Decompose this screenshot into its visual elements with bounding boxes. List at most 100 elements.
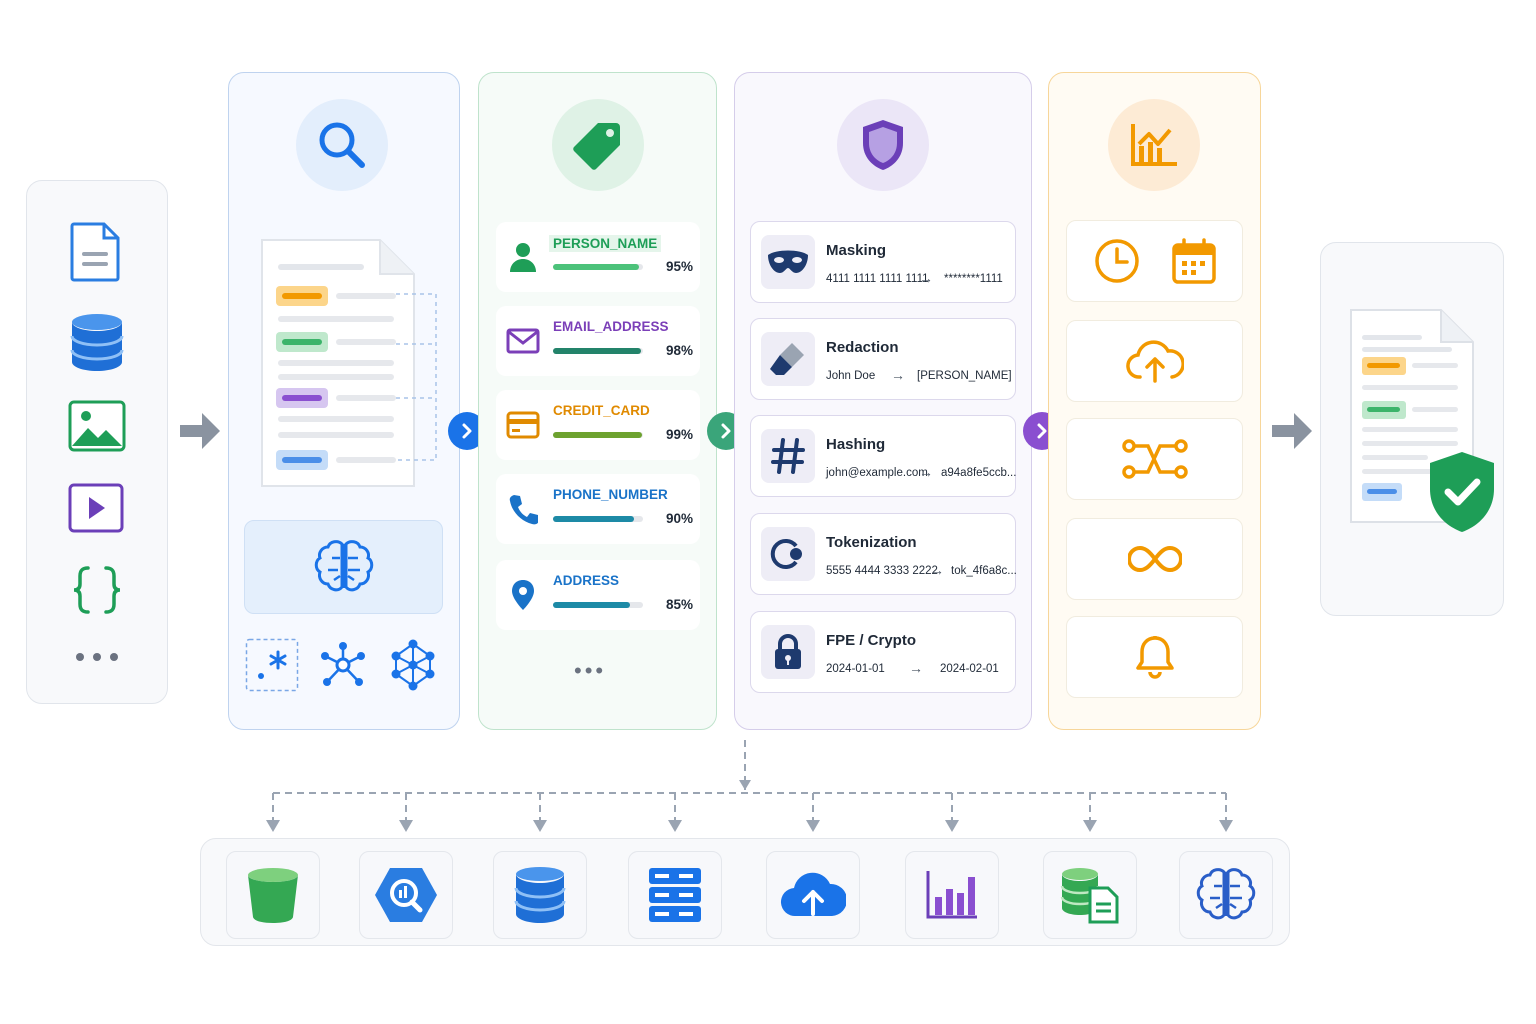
flow-arrow: [1270, 410, 1314, 457]
more-icon: [74, 650, 120, 669]
schedule-card: [1066, 220, 1243, 302]
confidence-bar: [553, 348, 643, 354]
server-icon: [649, 868, 701, 922]
calendar-icon: [1171, 238, 1216, 284]
transform-card: FPE / Crypto 2024-01-01 → 2024-02-01: [750, 611, 1016, 693]
transform-title: Tokenization: [826, 534, 917, 551]
example-input: 2024-01-01: [826, 663, 885, 675]
phone-icon: [504, 490, 542, 528]
flow-arrow: [178, 410, 222, 457]
workflow-icon: [1121, 439, 1188, 479]
transform-arrow: →: [909, 660, 923, 676]
entity-card: ADDRESS 85%: [496, 560, 700, 630]
hash-icon: [761, 429, 815, 483]
entity-label: CREDIT_CARD: [553, 403, 650, 418]
confidence-percent: 95%: [666, 259, 694, 274]
example-output: 2024-02-01: [940, 663, 999, 675]
destination-bigquery[interactable]: [359, 851, 453, 939]
entity-card: CREDIT_CARD 99%: [496, 390, 700, 460]
transform-arrow: →: [919, 464, 933, 480]
example-output: ********1111: [944, 273, 1003, 285]
network-graph-icon: [317, 640, 369, 695]
example-input: 5555 4444 3333 2222: [826, 565, 938, 577]
confidence-fill: [553, 264, 639, 270]
database-icon: [514, 867, 566, 923]
confidence-fill: [553, 432, 643, 438]
workflow-card: [1066, 418, 1243, 500]
transform-title: Hashing: [826, 436, 886, 453]
monitoring-header: [1108, 99, 1200, 191]
bigquery-icon: [375, 868, 437, 922]
entity-label: PERSON_NAME: [549, 235, 662, 252]
infinity-icon: [1127, 545, 1182, 573]
confidence-fill: [553, 602, 630, 608]
transformation-header: [837, 99, 929, 191]
document-icon: [68, 220, 124, 289]
example-output: tok_4f6a8c...: [951, 565, 1017, 577]
confidence-bar: [553, 432, 643, 438]
transform-arrow: →: [930, 562, 944, 578]
destination-storage[interactable]: [226, 851, 320, 939]
shield-icon: [863, 120, 903, 170]
entity-label: ADDRESS: [553, 573, 620, 588]
ai-brain-icon: [1196, 868, 1256, 920]
envelope-icon: [504, 322, 542, 360]
confidence-bar: [553, 264, 643, 270]
cloud-upload-icon: [1125, 340, 1184, 383]
entity-card: PERSON_NAME 95%: [496, 222, 700, 292]
token-key-icon: [761, 527, 815, 581]
confidence-fill: [553, 348, 642, 354]
classification-header: [552, 99, 644, 191]
mask-icon: [761, 235, 815, 289]
brain-icon: [314, 540, 373, 592]
transform-arrow: →: [919, 270, 933, 286]
transform-card: Hashing john@example.com → a94a8fe5ccb..…: [750, 415, 1016, 497]
tag-icon: [573, 123, 620, 170]
analytics-chart-icon: [926, 871, 977, 919]
entity-label: EMAIL_ADDRESS: [553, 319, 669, 334]
destination-analytics[interactable]: [905, 851, 999, 939]
destination-database[interactable]: [493, 851, 587, 939]
neural-network-icon: [388, 638, 438, 697]
confidence-bar: [553, 516, 643, 522]
location-pin-icon: [504, 576, 542, 614]
person-icon: [504, 238, 542, 276]
confidence-percent: 99%: [666, 427, 694, 442]
cloud-upload-icon: [780, 872, 846, 917]
shield-check-icon: [1426, 450, 1498, 539]
entity-card: PHONE_NUMBER 90%: [496, 474, 700, 544]
example-output: [PERSON_NAME]: [917, 370, 1012, 382]
destination-ai[interactable]: [1179, 851, 1273, 939]
transform-arrow: →: [891, 367, 905, 383]
transform-card: Masking 4111 1111 1111 1111 → ********11…: [750, 221, 1016, 303]
ml-model-card: [244, 520, 443, 614]
confidence-percent: 90%: [666, 511, 694, 526]
entity-card: EMAIL_ADDRESS 98%: [496, 306, 700, 376]
transform-card: Tokenization 5555 4444 3333 2222 → tok_4…: [750, 513, 1017, 595]
confidence-percent: 85%: [666, 597, 694, 612]
confidence-fill: [553, 516, 634, 522]
destination-data-files[interactable]: [1043, 851, 1137, 939]
cloud-upload-card: [1066, 320, 1243, 402]
destination-cloud[interactable]: [766, 851, 860, 939]
more-entities: •••: [574, 658, 607, 683]
credit-card-icon: [504, 406, 542, 444]
destination-server[interactable]: [628, 851, 722, 939]
lock-icon: [761, 625, 815, 679]
database-icon: [70, 312, 124, 379]
transform-title: Masking: [826, 242, 887, 259]
example-input: 4111 1111 1111 1111: [826, 273, 929, 285]
data-files-icon: [1060, 868, 1119, 924]
example-input: john@example.com: [826, 467, 928, 479]
scanned-document: [258, 236, 444, 501]
transform-title: FPE / Crypto: [826, 632, 917, 649]
video-icon: [68, 483, 124, 538]
clock-icon: [1094, 239, 1139, 283]
example-input: John Doe: [826, 370, 876, 382]
regex-icon: [245, 638, 299, 697]
json-braces-icon: [70, 564, 124, 621]
alert-card: [1066, 616, 1243, 698]
storage-bucket-icon: [248, 868, 298, 923]
discovery-header: [296, 99, 388, 191]
analytics-chart-icon: [1131, 124, 1177, 166]
